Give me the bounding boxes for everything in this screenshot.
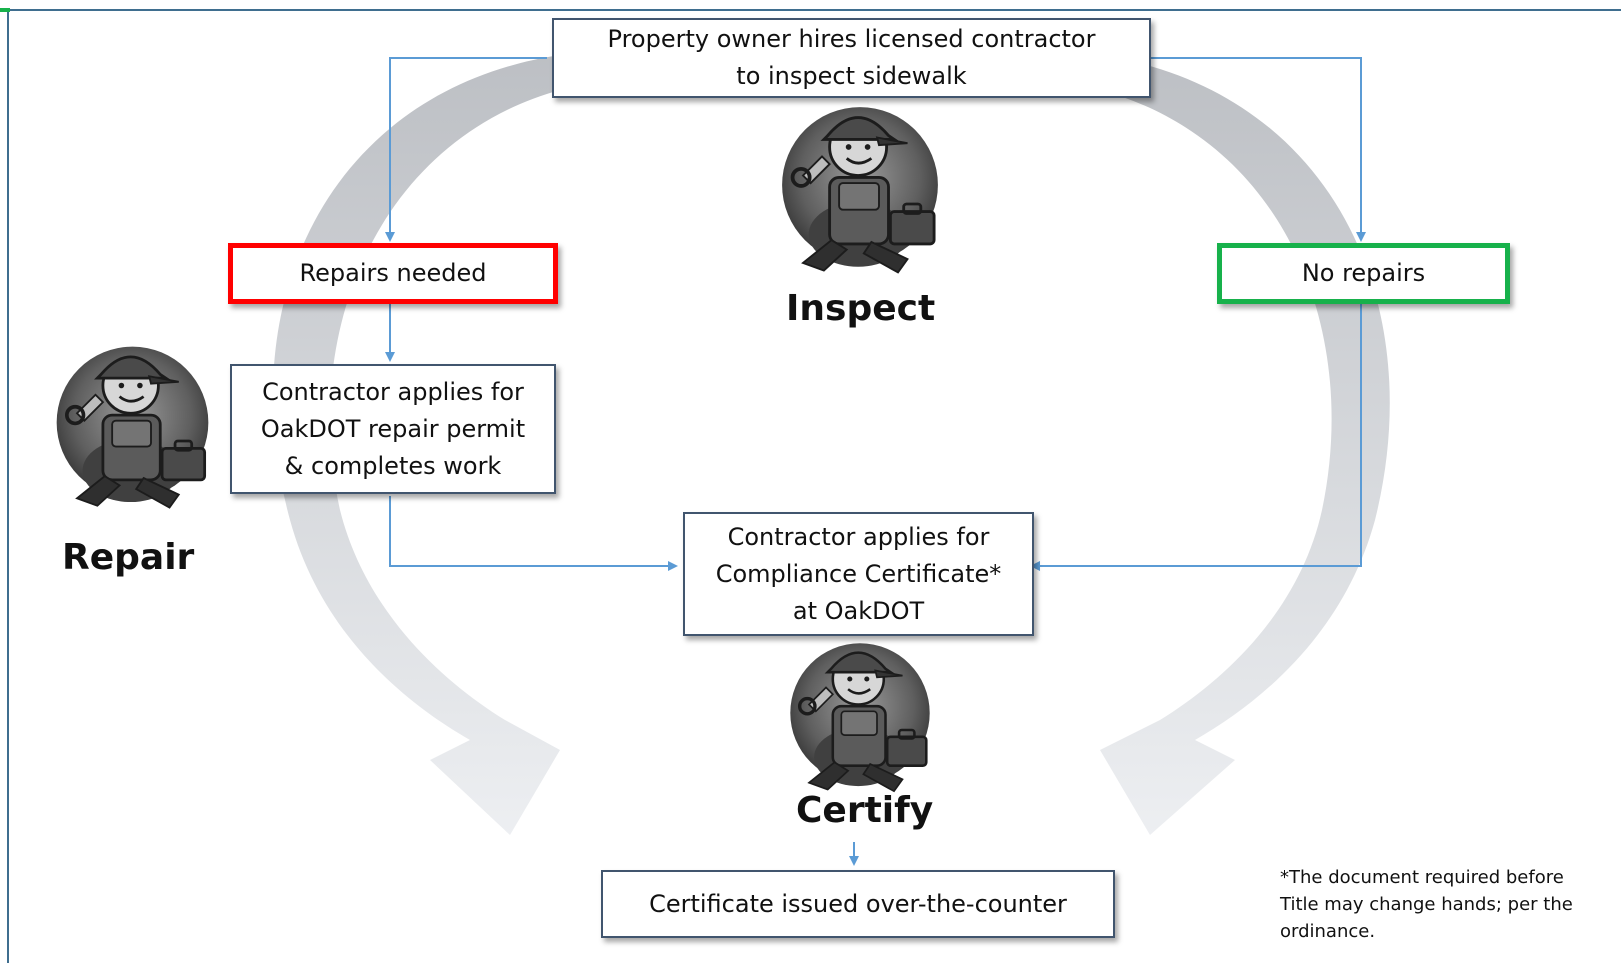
node-certificate-issued: Certificate issued over-the-counter <box>601 870 1115 938</box>
edge-permit-to-compliance <box>389 496 678 571</box>
node-certificate-issued-text: Certificate issued over-the-counter <box>649 889 1067 918</box>
connectors <box>385 57 1366 866</box>
edge-inspect-to-repairs <box>385 57 547 242</box>
node-no-repairs: No repairs <box>1217 243 1510 304</box>
footnote: *The document required before Title may … <box>1280 867 1573 942</box>
contractor-mascot-icon <box>788 641 932 794</box>
node-no-repairs-text: No repairs <box>1301 259 1426 287</box>
stage-label-repair: Repair <box>62 537 195 578</box>
node-inspect-start: Property owner hires licensed contractor… <box>552 18 1151 98</box>
stage-label-certify: Certify <box>796 790 934 831</box>
contractor-mascot-icon <box>54 344 211 510</box>
node-repair-permit: Contractor applies for OakDOT repair per… <box>230 364 556 494</box>
contractor-mascot-icon <box>780 105 940 275</box>
node-inspect-start-text: Property owner hires licensed contractor… <box>607 25 1096 90</box>
node-repairs-needed: Repairs needed <box>228 243 558 304</box>
node-repair-permit-text: Contractor applies for OakDOT repair per… <box>260 377 526 480</box>
stage-label-inspect: Inspect <box>786 288 936 329</box>
edge-no-repairs-to-compliance <box>1030 303 1362 571</box>
edge-inspect-to-no-repairs <box>1143 57 1366 242</box>
node-repairs-needed-text: Repairs needed <box>299 259 487 287</box>
cycle-arrow-right <box>1100 55 1390 835</box>
node-compliance-certificate-text: Contractor applies for Compliance Certif… <box>715 522 1002 625</box>
node-compliance-certificate: Contractor applies for Compliance Certif… <box>683 512 1034 636</box>
